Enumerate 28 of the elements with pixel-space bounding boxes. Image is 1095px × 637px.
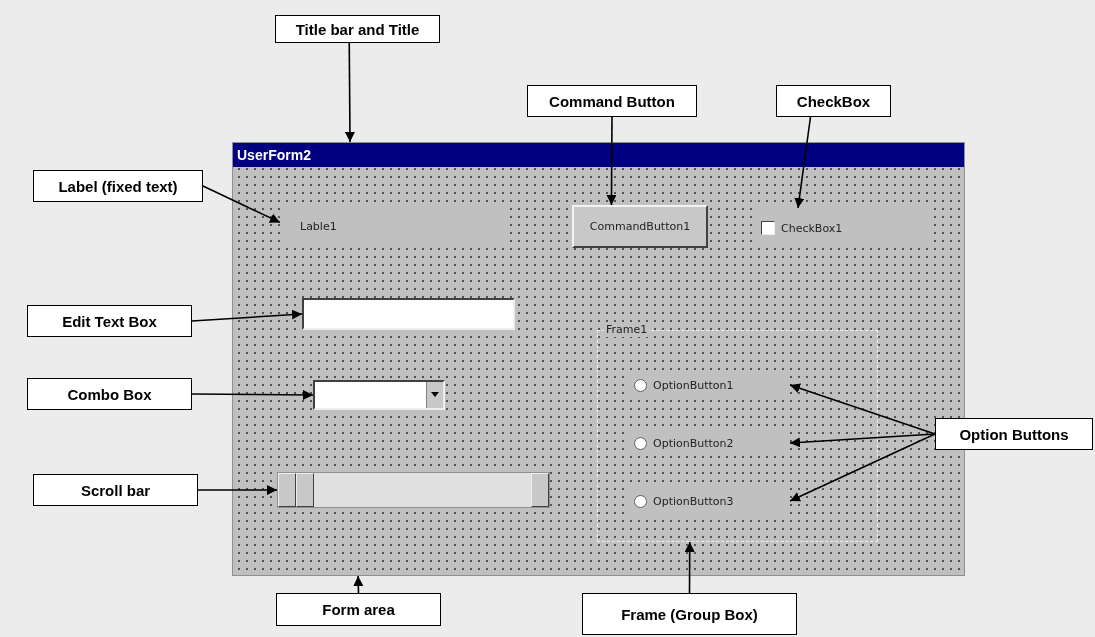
frame-caption: Frame1 <box>604 323 650 337</box>
callout-label: Option Buttons <box>935 418 1093 450</box>
callout-label: Frame (Group Box) <box>582 593 797 635</box>
scroll-bar <box>277 472 550 508</box>
callout-label: Edit Text Box <box>27 305 192 337</box>
arrow <box>606 116 617 206</box>
text-field <box>302 298 515 330</box>
callout-label: Scroll bar <box>33 474 198 506</box>
arrow <box>789 433 936 448</box>
arrow <box>789 433 936 502</box>
combo-box <box>313 380 445 410</box>
arrow <box>191 309 303 322</box>
callout-label: Command Button <box>527 85 697 117</box>
callout-label: Form area <box>276 593 441 626</box>
callout-label: CheckBox <box>776 85 891 117</box>
callout-label: Title bar and Title <box>275 15 440 43</box>
command-button: CommandButton1 <box>572 205 708 248</box>
arrow <box>353 575 364 594</box>
arrow <box>794 116 812 209</box>
arrow <box>684 541 695 594</box>
callout-label: Label (fixed text) <box>33 170 203 202</box>
title-bar: UserForm2 <box>233 143 964 167</box>
callout-label: Combo Box <box>27 378 192 410</box>
arrow <box>202 185 281 224</box>
arrow <box>344 42 355 143</box>
arrow <box>191 389 314 400</box>
arrow <box>197 485 278 495</box>
arrow <box>789 383 936 435</box>
